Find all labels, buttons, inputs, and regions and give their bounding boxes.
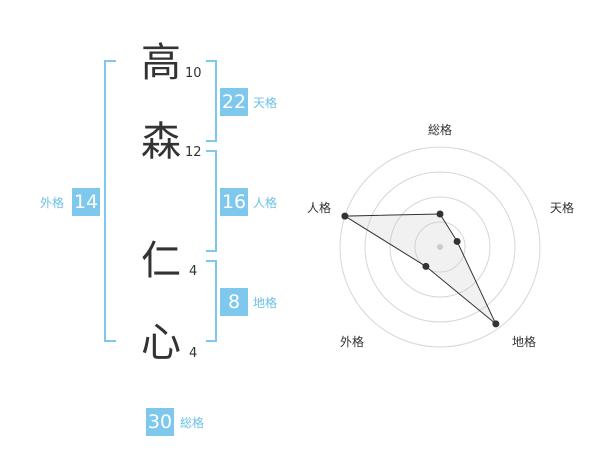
tenkaku-label: 天格: [253, 96, 278, 110]
stroke-count-1: 10: [185, 66, 202, 81]
radar-points: [341, 210, 500, 328]
radar-ring: [339, 146, 541, 348]
stroke-count-2: 12: [185, 145, 202, 160]
tenkaku-value: 22: [220, 88, 248, 116]
radar-polygon: [343, 213, 497, 325]
gaikaku-label: 外格: [40, 196, 65, 210]
stroke-count-4: 4: [189, 346, 198, 361]
gaikaku-value: 14: [72, 188, 100, 216]
radar-ring: [414, 221, 466, 273]
radar-point: [492, 320, 500, 328]
radar-point: [422, 262, 430, 270]
radar-center-dot: [437, 244, 443, 250]
name-char-3: 仁: [141, 238, 181, 284]
radar-axis-label-tenkaku: 天格: [550, 200, 574, 215]
name-char-2: 森: [141, 119, 181, 165]
radar-axis-label-chikaku: 地格: [512, 334, 536, 349]
jinkaku-value: 16: [220, 188, 248, 216]
soukaku-value: 30: [146, 408, 174, 436]
radar-axis-label-gaikaku: 外格: [340, 334, 364, 349]
jinkaku-label: 人格: [253, 196, 278, 210]
stroke-count-3: 4: [189, 264, 198, 279]
radar-point: [453, 237, 461, 245]
jinkaku-bracket: [206, 150, 217, 252]
gaikaku-bracket: [104, 60, 116, 342]
name-char-1: 高: [141, 40, 181, 86]
radar-point: [436, 210, 444, 218]
radar-grid: [339, 146, 541, 348]
radar-axis-label-soukaku: 総格: [428, 122, 452, 137]
radar-ring: [364, 171, 516, 323]
soukaku-label: 総格: [180, 416, 205, 430]
tenkaku-bracket: [206, 60, 217, 142]
chikaku-label: 地格: [253, 296, 278, 310]
name-char-4: 心: [141, 320, 181, 366]
radar-ring: [389, 196, 491, 298]
chikaku-bracket: [206, 260, 217, 342]
chikaku-value: 8: [220, 288, 248, 316]
radar-point: [341, 212, 349, 220]
radar-axis-label-jinkaku: 人格: [307, 200, 331, 215]
